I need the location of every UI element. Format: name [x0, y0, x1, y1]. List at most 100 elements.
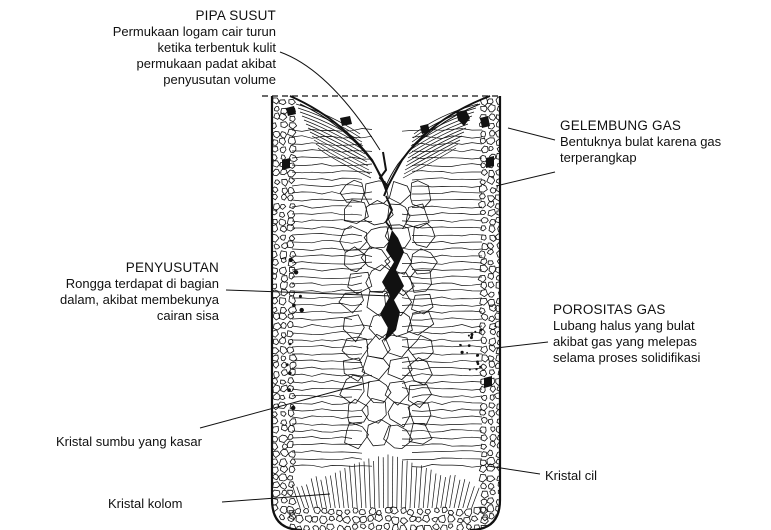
equiaxed-crystal [364, 227, 389, 248]
bottom-columnar-crystal [467, 486, 474, 508]
chill-crystal [281, 420, 287, 425]
chill-crystal [360, 516, 367, 522]
chill-crystal [490, 395, 494, 401]
chill-crystal [304, 526, 310, 530]
equiaxed-crystal [345, 422, 369, 449]
bottom-columnar-crystal [419, 465, 422, 508]
chill-crystal [304, 508, 309, 513]
columnar-crystal-line [306, 124, 365, 154]
chill-crystal [489, 146, 493, 150]
gas-bubble-7 [282, 158, 290, 170]
columnar-crystal-line [412, 283, 482, 286]
chill-crystal [488, 282, 494, 288]
chill-crystal [368, 515, 374, 521]
chill-crystal [489, 514, 494, 520]
chill-crystal [281, 385, 288, 392]
columnar-crystal-line [292, 465, 372, 467]
bottom-columnar-crystal [406, 461, 408, 509]
chill-crystal [288, 314, 294, 319]
label-penyusutan-line-3: cairan sisa [60, 308, 219, 324]
label-pipa-susut-line-1: Permukaan logam cair turun [113, 24, 276, 40]
columnar-crystal-line [292, 437, 352, 439]
label-porositas-gas-line-1: Lubang halus yang bulat [553, 318, 700, 334]
chill-crystal [481, 131, 486, 137]
chill-crystal [290, 204, 296, 209]
bottom-columnar-crystal [397, 457, 398, 508]
porosity-dot [479, 329, 482, 332]
chill-crystal [281, 290, 288, 296]
bottom-columnar-crystal [374, 461, 375, 508]
chill-crystal [401, 518, 408, 525]
columnar-crystal-line [292, 227, 352, 230]
chill-crystal [288, 434, 293, 439]
chill-crystal [273, 393, 281, 400]
chill-crystal [280, 449, 288, 456]
chill-crystal [495, 234, 502, 240]
chill-crystal [281, 380, 286, 384]
chill-crystal [488, 483, 494, 489]
chill-crystal [489, 403, 495, 408]
columnar-crystal-line [412, 353, 482, 355]
columnar-crystal-line [402, 220, 482, 222]
porosity-dot [289, 258, 293, 262]
columnar-crystal-line [292, 325, 372, 328]
chill-crystal [272, 147, 278, 153]
columnar-crystal-line [292, 241, 362, 244]
bottom-columnar-crystal [423, 468, 426, 508]
chill-crystal [479, 475, 487, 482]
chill-crystal [287, 347, 294, 353]
chill-crystal [273, 339, 279, 345]
chill-crystal [290, 419, 297, 426]
chill-crystal [282, 179, 288, 186]
label-kristal-cil: Kristal cil [545, 468, 597, 484]
chill-crystal [488, 105, 495, 112]
chill-crystal [280, 346, 287, 354]
chill-crystal [488, 419, 493, 425]
chill-crystal [353, 508, 358, 513]
chill-crystal [279, 138, 285, 145]
columnar-crystal-line [402, 374, 482, 376]
bottom-columnar-crystal [378, 456, 379, 508]
chill-crystal [281, 425, 287, 431]
leader-gelembung-gas [508, 128, 555, 140]
chill-crystal [490, 370, 495, 375]
columnar-crystal-line [412, 465, 482, 468]
columnar-crystal-line [402, 304, 482, 306]
porosity-dot [286, 363, 289, 366]
columnar-crystal-line [292, 354, 362, 356]
chill-crystal [481, 483, 487, 489]
columnar-crystal-line [292, 276, 362, 279]
chill-crystal [289, 296, 296, 304]
chill-crystal [273, 323, 281, 330]
chill-crystal [273, 140, 278, 146]
gas-bubble-4 [340, 116, 352, 126]
columnar-crystal-line [292, 304, 362, 306]
label-kristal-kolom-text: Kristal kolom [108, 496, 182, 512]
columnar-crystal-line [292, 444, 362, 446]
chill-crystal [279, 313, 287, 320]
chill-crystal [279, 298, 286, 305]
chill-crystal [281, 322, 286, 328]
porosity-dot [289, 343, 292, 346]
chill-crystal [488, 261, 493, 265]
equiaxed-crystal [407, 312, 433, 335]
chill-crystal [480, 370, 487, 376]
chill-crystal [329, 516, 335, 521]
chill-crystal [464, 517, 471, 524]
columnar-crystal-line [292, 318, 352, 321]
chill-crystal [281, 122, 288, 128]
chill-crystal [289, 291, 294, 296]
columnar-crystal-line [402, 325, 482, 328]
chill-crystal [481, 146, 488, 153]
chill-crystal [490, 441, 495, 447]
chill-crystal [274, 107, 279, 112]
label-penyusutan-line-1: Rongga terdapat di bagian [60, 276, 219, 292]
chill-crystal [482, 355, 489, 362]
chill-crystal [489, 226, 495, 233]
columnar-crystal-line [292, 430, 362, 432]
chill-crystal [320, 525, 326, 530]
porosity-dot [287, 388, 291, 392]
chill-crystal [482, 170, 488, 176]
chill-crystal [289, 410, 295, 417]
chill-crystal [400, 525, 407, 530]
